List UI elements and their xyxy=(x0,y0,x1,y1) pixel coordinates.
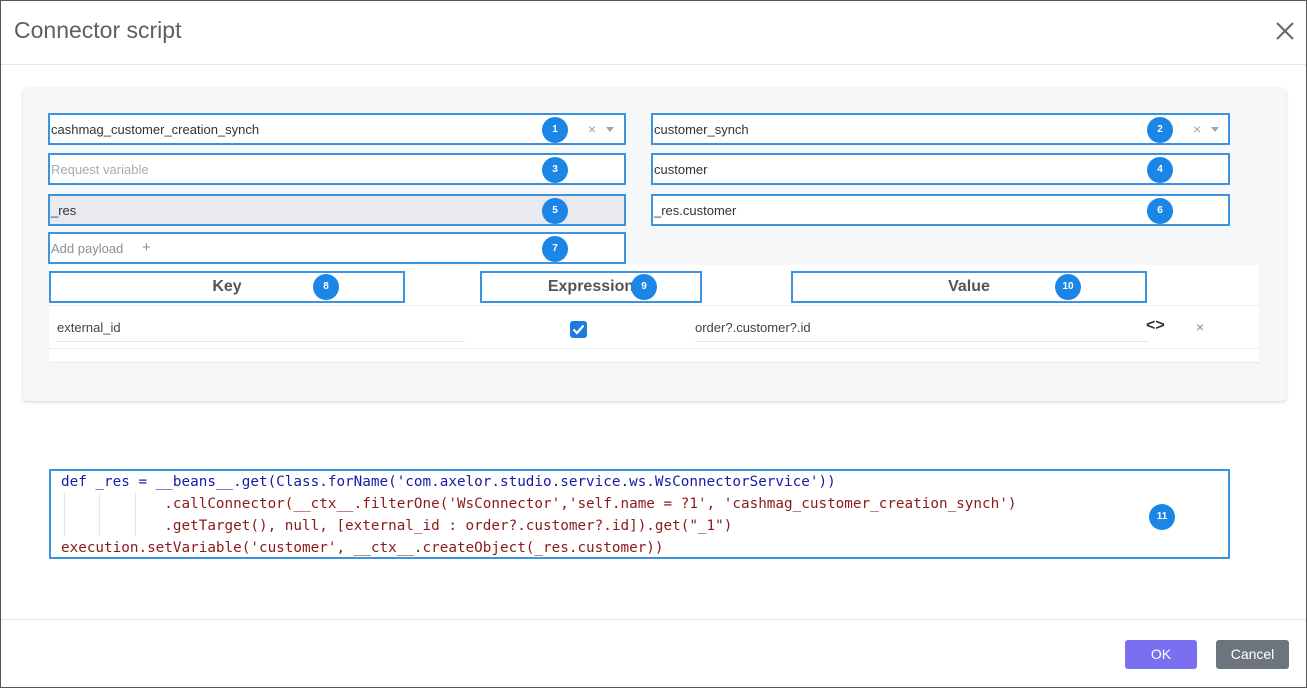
marker-badge-1: 1 xyxy=(542,117,568,143)
dialog-title: Connector script xyxy=(14,17,182,43)
request-select[interactable]: customer_synch 2 × xyxy=(651,113,1230,145)
marker-badge-4: 4 xyxy=(1147,157,1173,183)
table-header-divider xyxy=(49,305,1259,306)
value-input-underline xyxy=(695,341,1149,342)
close-icon[interactable] xyxy=(1273,19,1297,43)
customer-variable-input[interactable]: customer 4 xyxy=(651,153,1230,185)
indent-guide xyxy=(99,493,100,537)
result-variable-value: _res xyxy=(51,203,77,218)
payload-value-cell[interactable]: order?.customer?.id xyxy=(695,320,811,335)
payload-key-cell[interactable]: external_id xyxy=(57,320,121,335)
code-line-3: .getTarget(), null, [external_id : order… xyxy=(61,518,733,534)
indent-guide xyxy=(135,493,136,537)
cancel-button[interactable]: Cancel xyxy=(1216,640,1289,669)
add-payload-button[interactable]: Add payload + 7 xyxy=(48,232,626,264)
marker-badge-9: 9 xyxy=(631,274,657,300)
add-payload-label: Add payload xyxy=(51,241,124,256)
request-variable-placeholder: Request variable xyxy=(51,162,149,177)
footer-divider xyxy=(1,619,1306,620)
marker-badge-7: 7 xyxy=(542,236,568,262)
marker-badge-11: 11 xyxy=(1149,504,1175,530)
code-expand-icon[interactable]: <> xyxy=(1146,317,1165,334)
plus-icon[interactable]: + xyxy=(142,239,151,256)
customer-variable-value: customer xyxy=(654,162,708,177)
result-variable-input[interactable]: _res 5 xyxy=(48,194,626,226)
script-code-block[interactable]: def _res = __beans__.get(Class.forName('… xyxy=(49,469,1230,559)
column-header-key-label: Key xyxy=(212,278,242,295)
result-expression-input[interactable]: _res.customer 6 xyxy=(651,194,1230,226)
request-select-value: customer_synch xyxy=(654,122,749,137)
request-variable-input[interactable]: Request variable 3 xyxy=(48,153,626,185)
marker-badge-6: 6 xyxy=(1147,198,1173,224)
marker-badge-10: 10 xyxy=(1055,274,1081,300)
marker-badge-2: 2 xyxy=(1147,117,1173,143)
code-line-2: .callConnector(__ctx__.filterOne('WsConn… xyxy=(61,496,1017,512)
column-header-value-label: Value xyxy=(948,278,990,295)
column-header-expression: Expression 9 xyxy=(480,271,702,303)
code-line-1: def _res = __beans__.get(Class.forName('… xyxy=(61,474,836,490)
result-expression-value: _res.customer xyxy=(654,203,737,218)
ok-button[interactable]: OK xyxy=(1125,640,1197,669)
key-input-underline xyxy=(57,341,465,342)
clear-icon[interactable]: × xyxy=(588,121,597,137)
marker-badge-8: 8 xyxy=(313,274,339,300)
clear-icon[interactable]: × xyxy=(1193,121,1202,137)
remove-row-icon[interactable]: × xyxy=(1196,319,1205,335)
column-header-key: Key 8 xyxy=(49,271,405,303)
connector-select-value: cashmag_customer_creation_synch xyxy=(51,122,260,137)
expression-checkbox[interactable] xyxy=(570,321,587,338)
indent-guide xyxy=(64,493,65,537)
code-line-4: execution.setVariable('customer', __ctx_… xyxy=(61,540,664,556)
column-header-value: Value 10 xyxy=(791,271,1147,303)
chevron-down-icon[interactable] xyxy=(606,127,614,132)
marker-badge-5: 5 xyxy=(542,198,568,224)
chevron-down-icon[interactable] xyxy=(1211,127,1219,132)
column-header-expression-label: Expression xyxy=(547,278,635,295)
table-row-divider xyxy=(49,348,1259,349)
connector-select[interactable]: cashmag_customer_creation_synch 1 × xyxy=(48,113,626,145)
marker-badge-3: 3 xyxy=(542,157,568,183)
dialog-header: Connector script xyxy=(1,1,1306,65)
